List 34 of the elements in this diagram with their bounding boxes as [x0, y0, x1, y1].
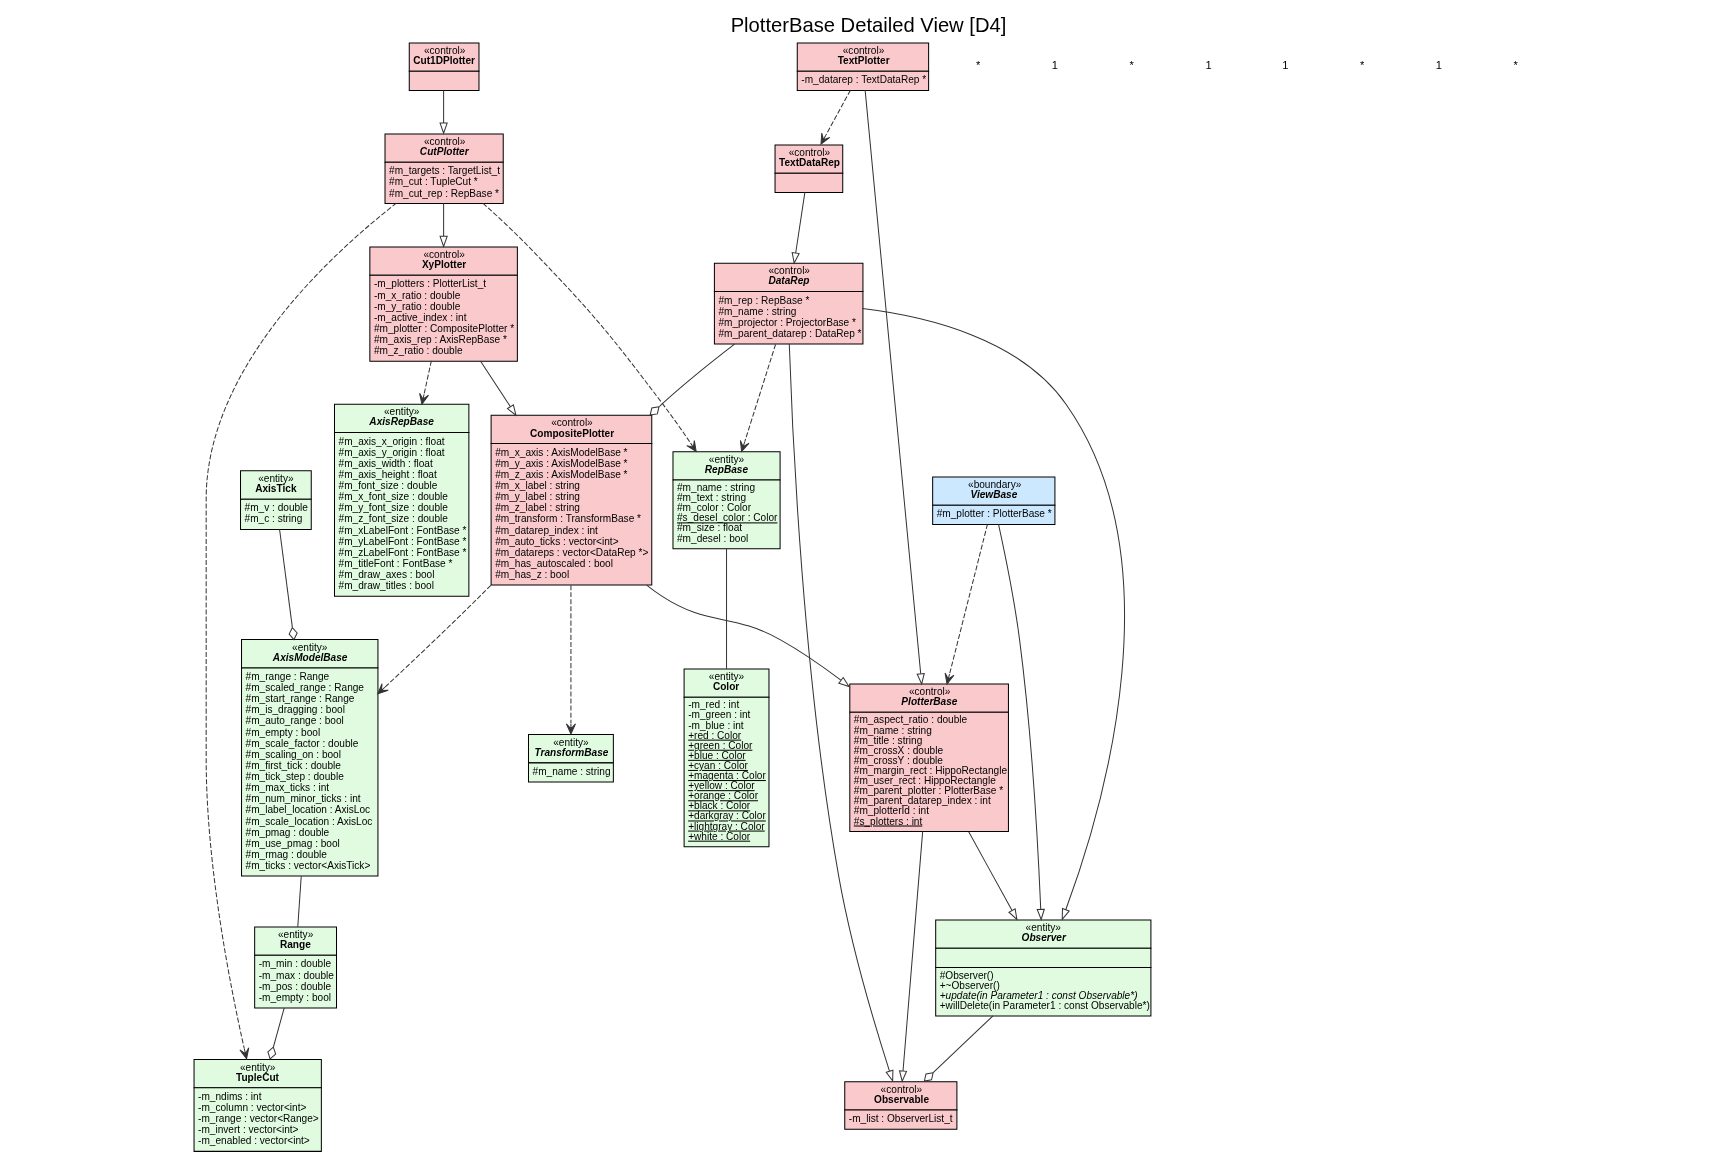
arrow — [438, 202, 448, 248]
arrow — [864, 89, 925, 686]
arrow — [479, 360, 517, 417]
label: 1 — [1281, 59, 1288, 72]
arrow — [482, 202, 697, 453]
connector — [648, 343, 735, 416]
arrow — [205, 202, 397, 1060]
label: * — [1129, 59, 1134, 72]
arrow — [861, 308, 1125, 921]
label: 1 — [1051, 59, 1058, 72]
arrow — [898, 831, 923, 1083]
label: * — [1513, 59, 1518, 72]
arrow — [739, 343, 776, 452]
arrow — [819, 89, 851, 145]
label: 1 — [1204, 59, 1212, 72]
label: * — [975, 59, 980, 72]
label: 1 — [1435, 59, 1442, 72]
connector — [923, 1015, 993, 1082]
arrow — [967, 831, 1018, 921]
arrow — [944, 523, 988, 685]
arrow — [438, 89, 448, 135]
arrow — [997, 523, 1045, 921]
arrow — [565, 584, 576, 735]
arrow — [418, 360, 432, 405]
arrow — [791, 191, 805, 265]
label: * — [1359, 59, 1364, 72]
arrow — [788, 343, 893, 1083]
connector — [296, 875, 302, 928]
connector — [278, 529, 298, 641]
connector — [266, 1007, 285, 1060]
arrow — [376, 584, 491, 695]
connector — [725, 548, 727, 670]
arrow — [645, 584, 850, 688]
diagram-title: PlotterBase Detailed View [D4] — [730, 14, 1006, 37]
